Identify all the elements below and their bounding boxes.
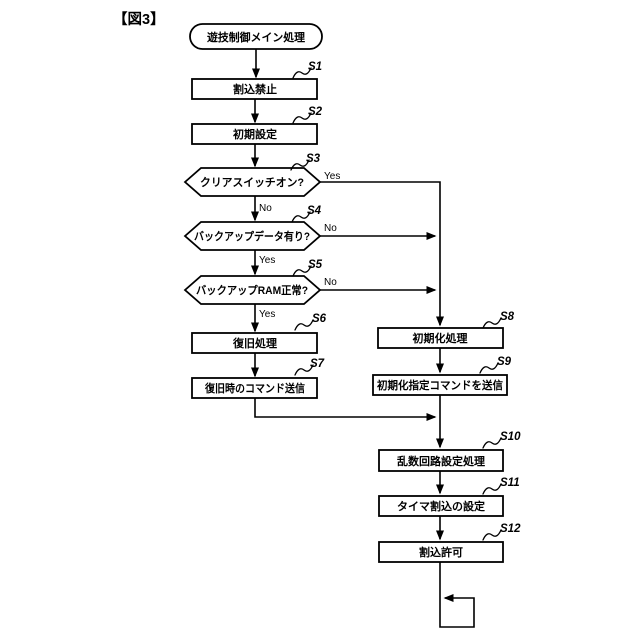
node-s10-label: 乱数回路設定処理 (397, 454, 485, 468)
node-s5: バックアップRAM正常? (183, 275, 322, 305)
leader-s11 (482, 483, 502, 495)
node-s7: 復旧時のコマンド送信 (191, 377, 318, 399)
step-id-s8: S8 (500, 311, 515, 323)
node-s6-label: 復旧処理 (232, 336, 277, 350)
leader-s6 (294, 319, 314, 331)
node-s2-box (191, 123, 318, 145)
node-s7-label: 復旧時のコマンド送信 (204, 381, 305, 395)
leader-s10 (482, 437, 502, 449)
leader-s3 (290, 159, 310, 171)
node-s3: クリアスイッチオン? (183, 167, 322, 197)
node-s3-shape (183, 167, 322, 197)
step-id-s3: S3 (306, 153, 321, 165)
node-s1-box (191, 78, 318, 100)
node-s3-label: クリアスイッチオン? (200, 176, 304, 189)
step-id-s12: S12 (500, 523, 521, 535)
node-start: 遊技制御メイン処理 (189, 23, 323, 50)
node-s6-box (191, 332, 318, 354)
leader-s12 (482, 529, 502, 541)
branch-label-s3-no: No (259, 203, 272, 214)
figure-label: 【図3】 (113, 11, 165, 28)
step-id-s5: S5 (308, 259, 323, 271)
node-s8-box (377, 327, 504, 349)
branch-label-s4-yes: Yes (259, 255, 275, 266)
leader-s7 (294, 364, 314, 376)
node-s2: 初期設定 (191, 123, 318, 145)
edge-s3-yes-s8 (320, 181, 444, 327)
node-s9: 初期化指定コマンドを送信 (372, 374, 508, 396)
node-s4-label: バックアップデータ有り? (194, 229, 310, 243)
node-s11-label: タイマ割込の設定 (397, 499, 485, 513)
node-s5-label: バックアップRAM正常? (196, 283, 308, 297)
node-s9-label: 初期化指定コマンドを送信 (377, 378, 503, 392)
node-s10: 乱数回路設定処理 (378, 449, 504, 472)
edge-s7-merge (254, 398, 437, 421)
leader-s4 (291, 211, 311, 223)
node-s4-shape (183, 221, 322, 251)
node-start-label: 遊技制御メイン処理 (207, 30, 305, 44)
step-id-s1: S1 (308, 61, 322, 73)
leader-s1 (292, 67, 312, 79)
node-s6: 復旧処理 (191, 332, 318, 354)
branch-label-s4-no: No (324, 223, 337, 234)
branch-label-s3-yes: Yes (324, 171, 340, 182)
node-s12-label: 割込許可 (419, 545, 463, 559)
node-s7-box (191, 377, 318, 399)
node-s11: タイマ割込の設定 (378, 495, 504, 517)
node-s11-box (378, 495, 504, 517)
step-id-s9: S9 (497, 356, 512, 368)
branch-label-s5-no: No (324, 277, 337, 288)
node-s1-label: 割込禁止 (233, 82, 277, 96)
step-id-s10: S10 (500, 431, 521, 443)
node-s12-box (378, 541, 504, 563)
leader-s9 (479, 362, 499, 374)
node-s4: バックアップデータ有り? (183, 221, 322, 251)
node-s8: 初期化処理 (377, 327, 504, 349)
node-s1: 割込禁止 (191, 78, 318, 100)
node-s9-box (372, 374, 508, 396)
edge-s12-loop (439, 562, 475, 628)
leader-s5 (292, 265, 312, 277)
leader-s2 (292, 112, 312, 124)
branch-label-s5-yes: Yes (259, 309, 275, 320)
node-s5-shape (183, 275, 322, 305)
step-id-s2: S2 (308, 106, 323, 118)
node-start-shape (189, 23, 323, 50)
node-s2-label: 初期設定 (233, 127, 277, 141)
node-s10-box (378, 449, 504, 472)
node-s12: 割込許可 (378, 541, 504, 563)
step-id-s6: S6 (312, 313, 327, 325)
step-id-s7: S7 (310, 358, 325, 370)
leader-s8 (482, 317, 502, 329)
step-id-s4: S4 (307, 205, 322, 217)
node-s8-label: 初期化処理 (413, 331, 468, 345)
step-id-s11: S11 (500, 477, 520, 489)
